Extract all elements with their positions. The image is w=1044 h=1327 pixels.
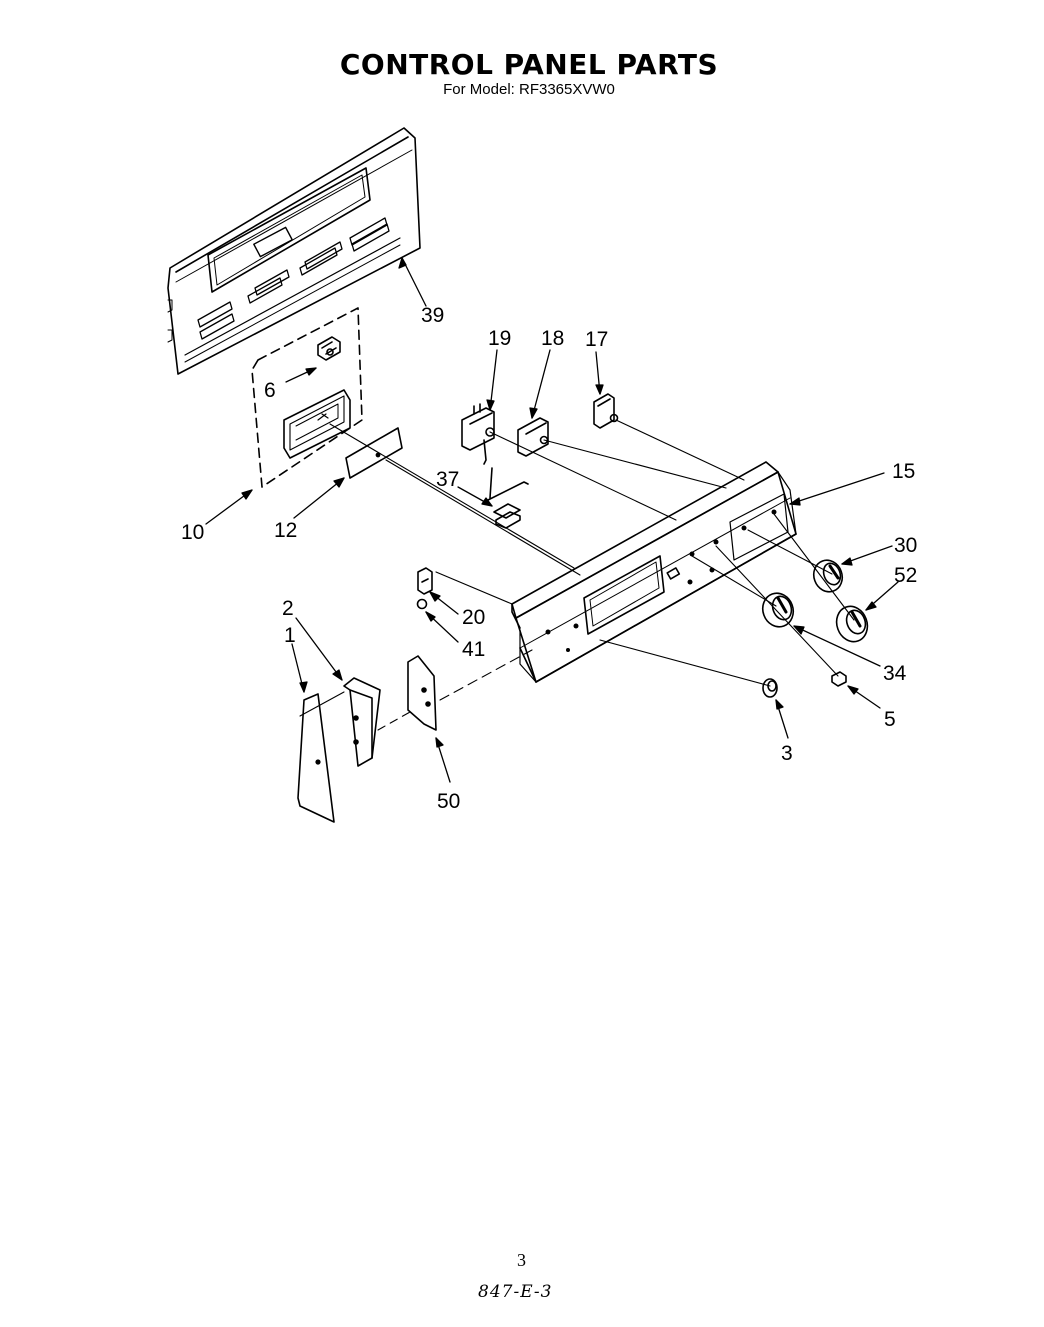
label-19: 19 bbox=[488, 327, 511, 350]
part-5-clip bbox=[831, 671, 847, 687]
model-prefix: For Model: bbox=[443, 81, 515, 98]
leader-lines bbox=[205, 257, 899, 783]
label-18: 18 bbox=[541, 327, 564, 350]
part-number-labels: 39 19 18 17 6 37 15 10 12 30 52 2 1 20 4… bbox=[181, 304, 917, 813]
part-2-end-bracket bbox=[343, 677, 381, 767]
document-code: 847-E-3 bbox=[478, 1282, 553, 1302]
page-title: CONTROL PANEL PARTS bbox=[339, 48, 719, 81]
part-20-bracket bbox=[417, 567, 433, 595]
part-15-control-console bbox=[511, 461, 797, 683]
label-41: 41 bbox=[462, 638, 485, 661]
label-20: 20 bbox=[462, 606, 485, 629]
label-2: 2 bbox=[282, 597, 294, 620]
part-39-rear-panel bbox=[167, 127, 421, 375]
label-39: 39 bbox=[421, 304, 444, 327]
part-50-side-bracket bbox=[407, 655, 437, 731]
part-18-switch bbox=[517, 417, 549, 457]
part-10-display-group bbox=[251, 307, 403, 488]
label-15: 15 bbox=[892, 460, 915, 483]
model-number: RF3365XVW0 bbox=[519, 81, 615, 98]
label-34: 34 bbox=[883, 662, 907, 685]
label-3: 3 bbox=[781, 742, 793, 765]
label-17: 17 bbox=[585, 328, 608, 351]
model-subtitle: For Model: RF3365XVW0 bbox=[0, 81, 1044, 98]
part-30-knob bbox=[812, 559, 844, 593]
part-34-knob bbox=[761, 592, 795, 628]
label-10: 10 bbox=[181, 521, 204, 544]
page-number: 3 bbox=[517, 1250, 526, 1270]
label-12: 12 bbox=[274, 519, 297, 542]
part-1-end-cap bbox=[297, 693, 335, 823]
part-3-plug-button bbox=[762, 678, 778, 698]
label-37: 37 bbox=[436, 468, 459, 491]
label-30: 30 bbox=[894, 534, 917, 557]
label-52: 52 bbox=[894, 564, 917, 587]
label-5: 5 bbox=[884, 708, 896, 731]
label-50: 50 bbox=[437, 790, 460, 813]
part-19-switch bbox=[461, 403, 495, 465]
part-17-switch bbox=[593, 393, 619, 429]
part-37-lead bbox=[487, 467, 529, 529]
part-41-screw bbox=[416, 598, 428, 610]
assembly-lines bbox=[299, 419, 855, 731]
label-1: 1 bbox=[284, 624, 296, 647]
label-6: 6 bbox=[264, 379, 276, 402]
part-52-knob bbox=[835, 605, 869, 643]
